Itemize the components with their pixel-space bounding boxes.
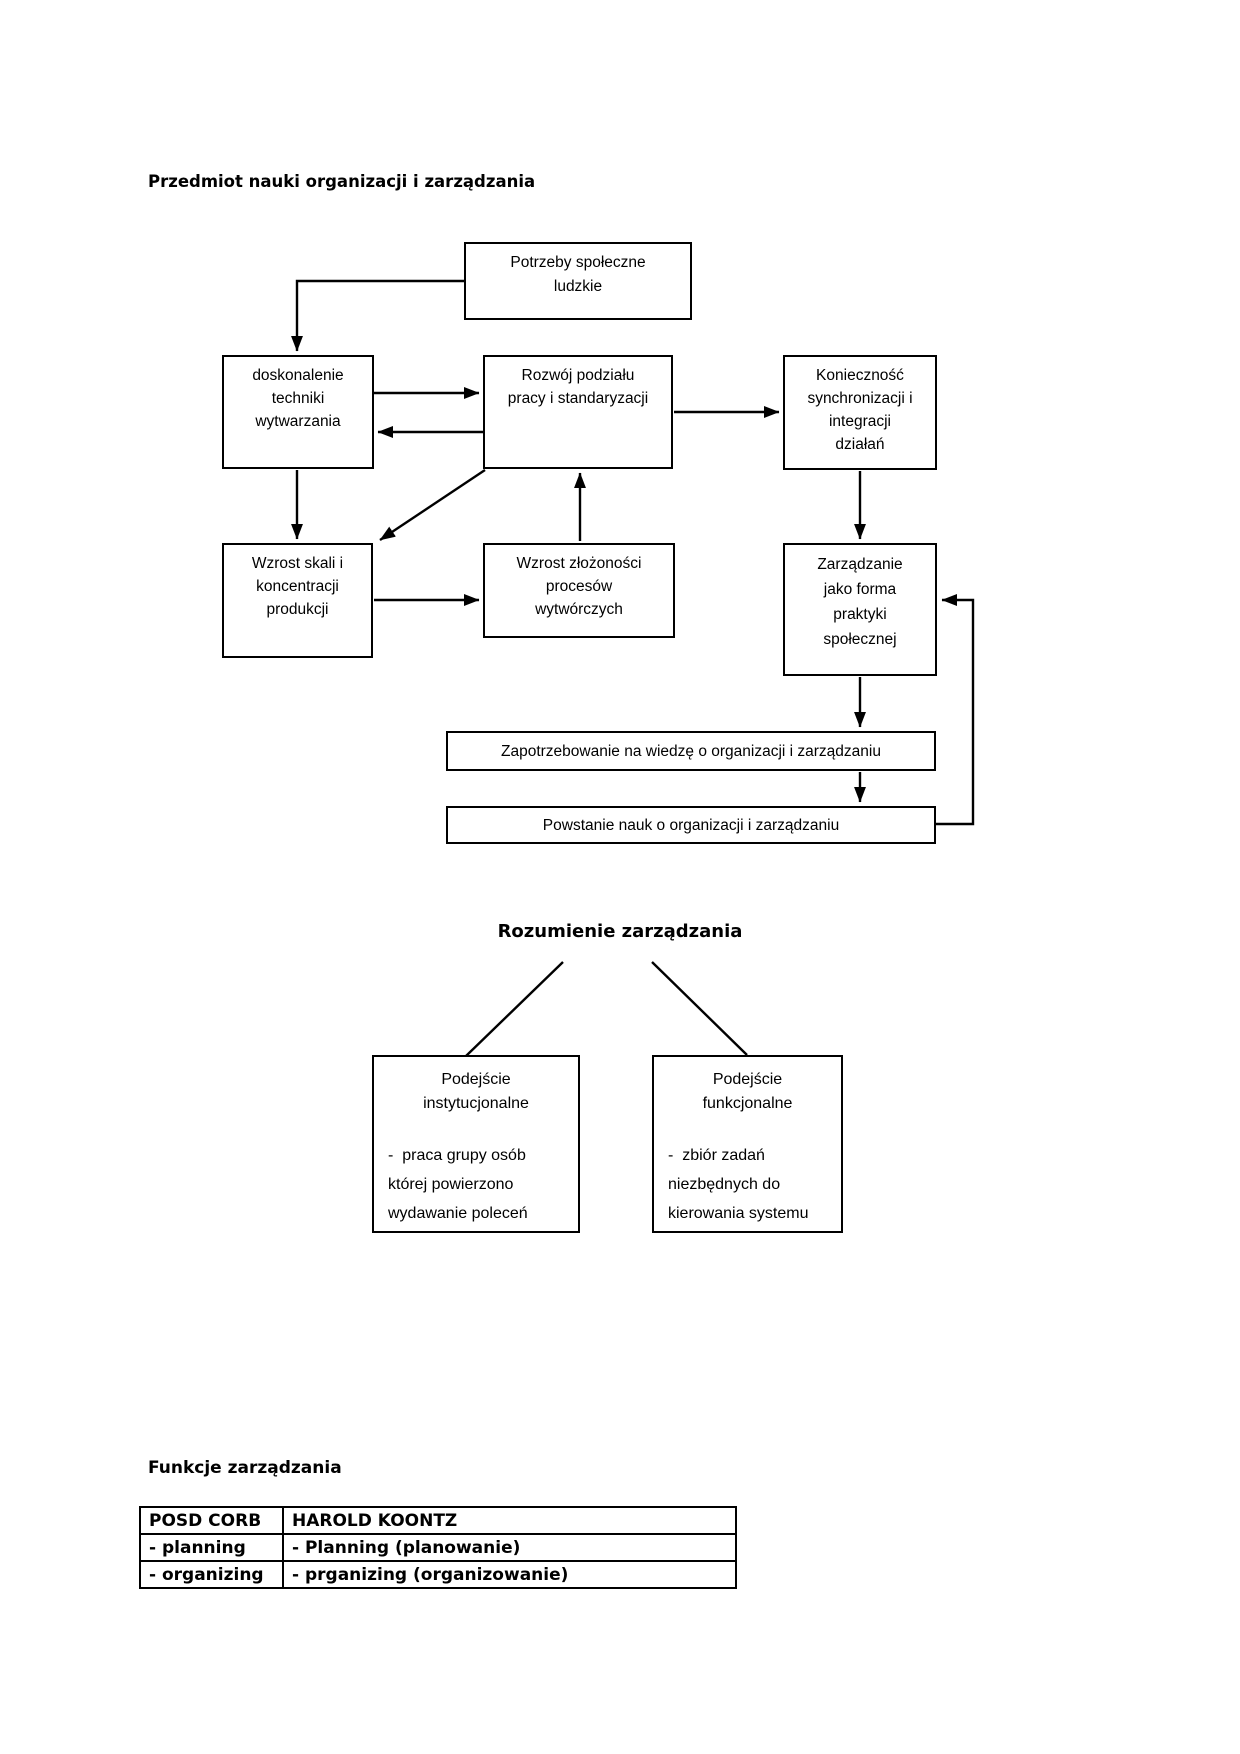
flowchart-box-powstanie-nauk: Powstanie nauk o organizacji i zarządzan… <box>446 806 936 844</box>
flowchart-box-zapotrzebowanie-wiedza: Zapotrzebowanie na wiedzę o organizacji … <box>446 731 936 771</box>
table-header-cell: POSD CORB <box>139 1506 284 1535</box>
flowchart-box-doskonalenie-techniki: doskonalenie techniki wytwarzania <box>222 355 374 469</box>
arrow-feedback-powstanie-to-zarzadzanie <box>936 594 975 826</box>
flowchart-box-label: Zarządzanie jako forma praktyki społeczn… <box>817 556 903 648</box>
flowchart-box-potrzeby-spoleczne: Potrzeby społeczne ludzkie <box>464 242 692 320</box>
section-heading-funkcje: Funkcje zarządzania <box>148 1458 342 1478</box>
table-row: - planning - Planning (planowanie) <box>139 1533 737 1562</box>
flowchart-box-zarzadzanie-praktyka: Zarządzanie jako forma praktyki społeczn… <box>783 543 937 676</box>
arrow-rozwoj-to-wzrost-skali <box>379 469 486 541</box>
line-rozumienie-to-instytucjonalne <box>465 961 564 1057</box>
table-row: - organizing - prganizing (organizowanie… <box>139 1560 737 1589</box>
table-cell: - organizing <box>139 1560 284 1589</box>
flowchart-box-wzrost-skali: Wzrost skali i koncentracji produkcji <box>222 543 373 658</box>
flowchart-box-label: Konieczność synchronizacji i integracji … <box>807 367 913 453</box>
page-title: Przedmiot nauki organizacji i zarządzani… <box>148 172 536 191</box>
table-header-cell: HAROLD KOONTZ <box>282 1506 737 1535</box>
section-heading-rozumienie: Rozumienie zarządzania <box>497 921 743 942</box>
box-title: Podejście instytucjonalne <box>423 1071 529 1112</box>
table-cell: - planning <box>139 1533 284 1562</box>
table-header-row: POSD CORB HAROLD KOONTZ <box>139 1506 737 1535</box>
flowchart-box-rozwoj-podzialu: Rozwój podziału pracy i standaryzacji <box>483 355 673 469</box>
flowchart-box-label: Potrzeby społeczne ludzkie <box>510 254 646 295</box>
box-podejscie-funkcjonalne: Podejście funkcjonalne - zbiór zadań nie… <box>652 1055 843 1233</box>
box-title: Podejście funkcjonalne <box>702 1071 793 1112</box>
flowchart-box-label: doskonalenie techniki wytwarzania <box>252 367 344 430</box>
functions-table: POSD CORB HAROLD KOONTZ - planning - Pla… <box>139 1506 737 1589</box>
flowchart-box-label: Zapotrzebowanie na wiedzę o organizacji … <box>501 742 881 760</box>
flowchart-box-label: Rozwój podziału pracy i standaryzacji <box>507 367 649 407</box>
table-cell: - prganizing (organizowanie) <box>282 1560 737 1589</box>
flowchart-box-label: Wzrost złożoności procesów wytwórczych <box>516 555 642 618</box>
box-body-text: - zbiór zadań niezbędnych do kierowania … <box>668 1147 809 1222</box>
line-rozumienie-to-funkcjonalne <box>651 961 748 1056</box>
box-podejscie-instytucjonalne: Podejście instytucjonalne - praca grupy … <box>372 1055 580 1233</box>
arrow-potrzeby-to-doskonalenie <box>291 279 464 352</box>
flowchart-box-wzrost-zlozonosci: Wzrost złożoności procesów wytwórczych <box>483 543 675 638</box>
flowchart-box-label: Powstanie nauk o organizacji i zarządzan… <box>542 816 840 834</box>
flowchart-box-label: Wzrost skali i koncentracji produkcji <box>251 555 344 618</box>
table-cell: - Planning (planowanie) <box>282 1533 737 1562</box>
box-body-text: - praca grupy osób której powierzono wyd… <box>388 1147 528 1222</box>
flowchart-box-koniecznosc-synchronizacji: Konieczność synchronizacji i integracji … <box>783 355 937 470</box>
